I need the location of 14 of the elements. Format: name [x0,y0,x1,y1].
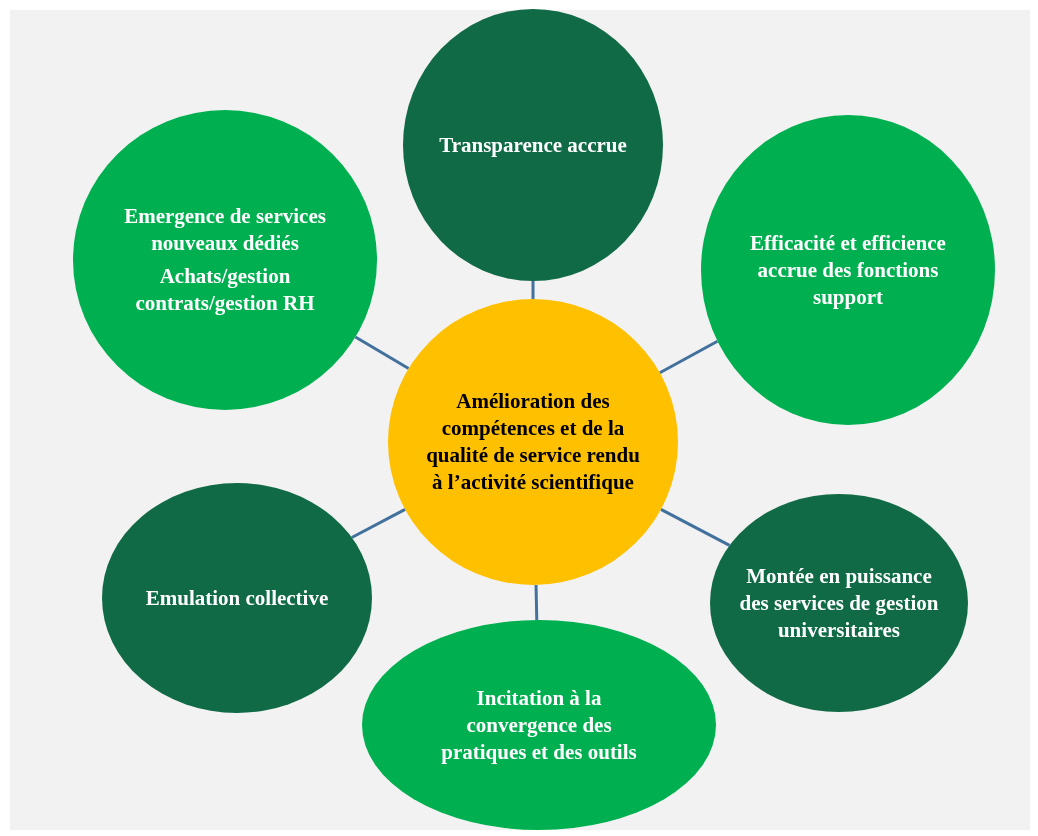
node-label: Transparence accrue [439,131,627,159]
connector-line [659,339,719,375]
node-label: Emulation collective [145,584,329,612]
connector-line [534,584,539,621]
connector-line [531,281,535,299]
connector-line [660,508,731,547]
connector-line [354,335,410,370]
connector-line [351,508,406,539]
node-label: Montée en puissance des services de gestion universitaires [738,562,940,644]
node-label: Efficacité et efficience accrue des fonctions support [749,229,947,311]
node-label: Achats/gestion contrats/gestion RH [134,263,316,317]
node-label: Emergence de services nouveaux dédiés [123,203,327,257]
node-label: Incitation à la convergence des pratiques et des outils [440,684,638,766]
node-label: Amélioration des compétences et de la qualité de service rendu à l’activité scientifique [425,388,641,496]
